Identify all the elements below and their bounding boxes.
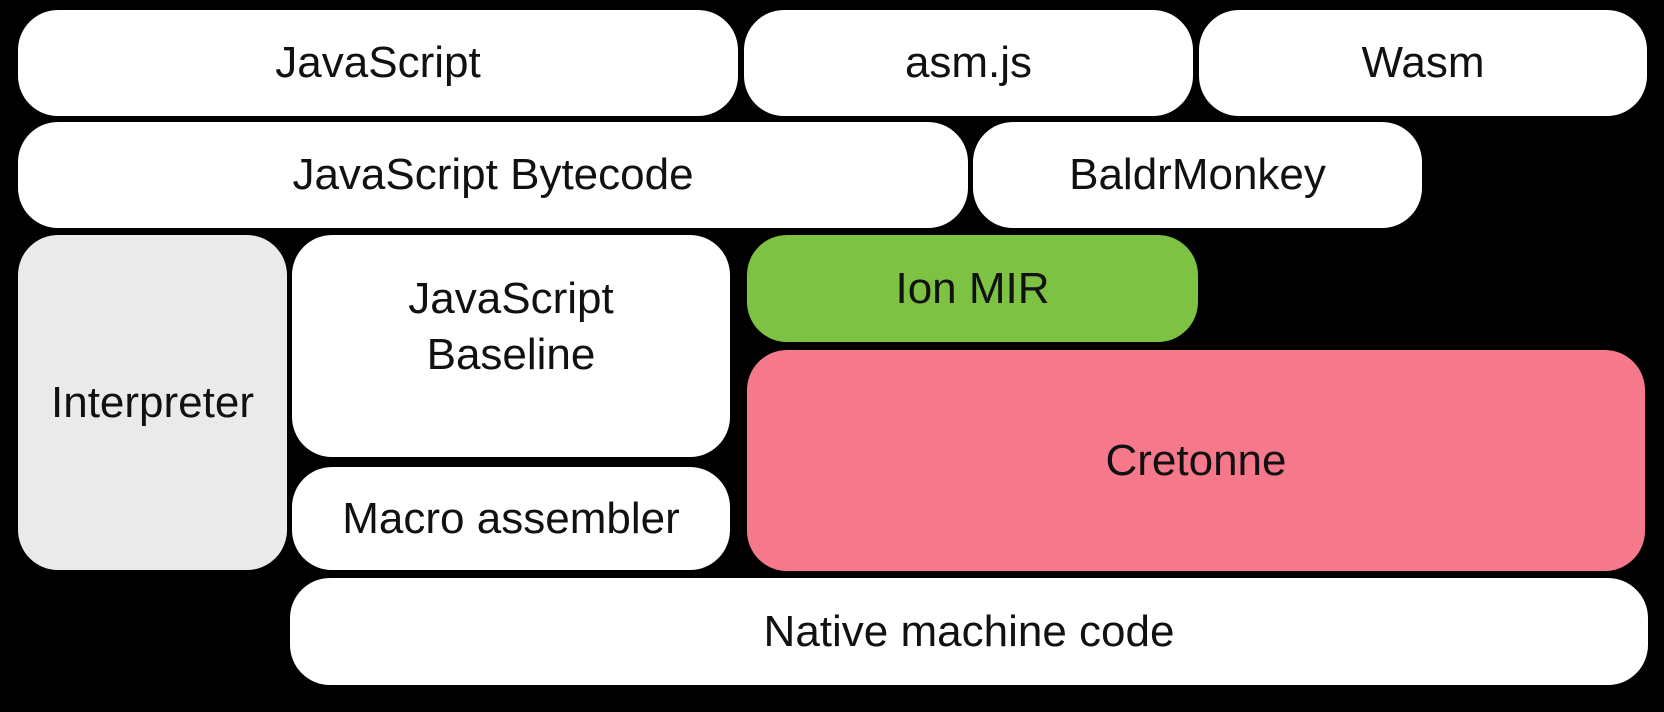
node-wasm: Wasm <box>1199 10 1647 116</box>
node-macro-assembler: Macro assembler <box>292 467 730 570</box>
node-javascript-bytecode: JavaScript Bytecode <box>18 122 968 228</box>
node-ion-mir: Ion MIR <box>747 235 1198 342</box>
node-javascript-baseline: JavaScript Baseline <box>292 235 730 457</box>
node-cretonne: Cretonne <box>747 350 1645 571</box>
node-javascript: JavaScript <box>18 10 738 116</box>
node-asmjs: asm.js <box>744 10 1193 116</box>
node-native-machine-code: Native machine code <box>290 578 1648 685</box>
node-interpreter: Interpreter <box>18 235 287 570</box>
node-baldrmonkey: BaldrMonkey <box>973 122 1422 228</box>
